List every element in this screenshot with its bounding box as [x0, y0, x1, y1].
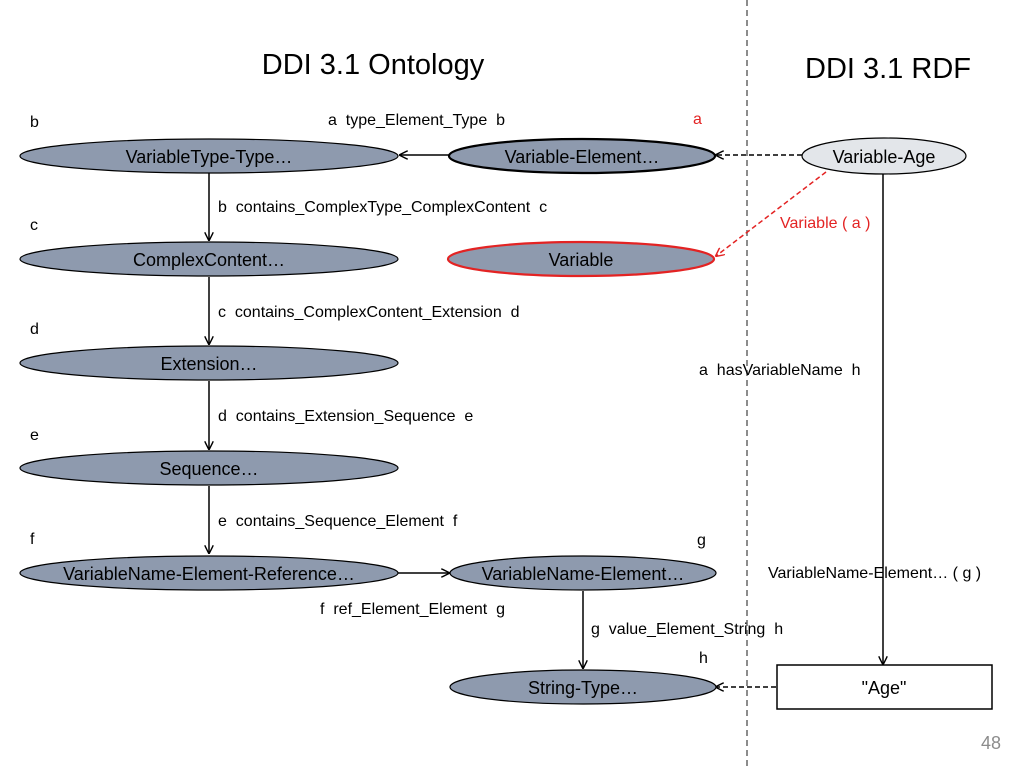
edge-label-contains-complexcontent-extension: c contains_ComplexContent_Extension d — [218, 304, 520, 321]
node-variable-age: Variable-Age — [801, 137, 967, 175]
rdf-title: DDI 3.1 RDF — [805, 53, 971, 85]
node-label: Extension… — [160, 354, 257, 374]
letter-d: d — [30, 321, 39, 338]
node-variable-name-element: VariableName-Element… — [449, 555, 717, 591]
edge-instance-of-variable — [716, 171, 827, 256]
node-variable-name-element-reference: VariableName-Element-Reference… — [19, 555, 399, 591]
node-label: Variable-Age — [833, 147, 936, 167]
node-label: VariableType-Type… — [126, 147, 293, 167]
node-label: VariableName-Element-Reference… — [63, 564, 355, 584]
node-variable: Variable — [446, 240, 716, 278]
letter-h: h — [699, 650, 708, 667]
node-sequence: Sequence… — [19, 450, 399, 486]
node-label: Sequence… — [159, 459, 258, 479]
node-label: Variable — [549, 250, 614, 270]
letter-e: e — [30, 427, 39, 444]
edge-label-contains-sequence-element: e contains_Sequence_Element f — [218, 513, 458, 530]
letter-f: f — [30, 531, 35, 548]
node-string-type: String-Type… — [449, 669, 717, 705]
letter-g: g — [697, 532, 706, 549]
node-age-literal: "Age" — [776, 664, 993, 710]
edge-label-variable-name-element-g: VariableName-Element… ( g ) — [768, 565, 981, 582]
node-complex-content: ComplexContent… — [19, 241, 399, 277]
node-variable-element: Variable-Element… — [447, 137, 717, 175]
edge-label-type-element-type: a type_Element_Type b — [328, 112, 505, 129]
letter-b: b — [30, 114, 39, 131]
letter-c: c — [30, 217, 38, 234]
node-label: VariableName-Element… — [482, 564, 685, 584]
edge-label-contains-complextype-complexcontent: b contains_ComplexType_ComplexContent c — [218, 199, 547, 216]
node-variable-type-type: VariableType-Type… — [19, 138, 399, 174]
edge-label-value-element-string: g value_Element_String h — [591, 621, 783, 638]
page-number: 48 — [981, 733, 1001, 753]
node-extension: Extension… — [19, 345, 399, 381]
ontology-title: DDI 3.1 Ontology — [262, 49, 485, 81]
edge-label-ref-element-element: f ref_Element_Element g — [320, 601, 505, 618]
letter-a: a — [693, 111, 702, 128]
edge-label-contains-extension-sequence: d contains_Extension_Sequence e — [218, 408, 473, 425]
node-label: String-Type… — [528, 678, 638, 698]
node-label: ComplexContent… — [133, 250, 285, 270]
node-label: "Age" — [862, 678, 907, 698]
node-label: Variable-Element… — [505, 147, 660, 167]
edge-label-variable-a: Variable ( a ) — [780, 215, 870, 232]
edge-label-has-variable-name: a hasVariableName h — [699, 362, 861, 379]
